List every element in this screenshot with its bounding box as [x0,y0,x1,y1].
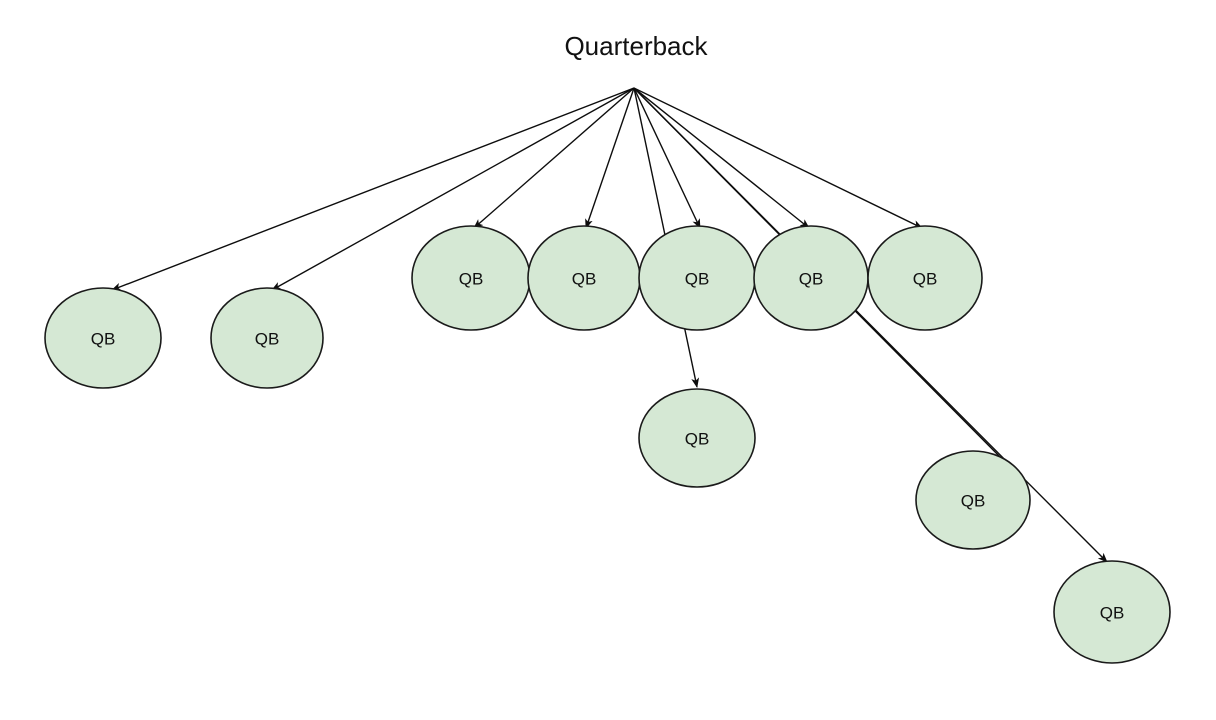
node-label: QB [799,270,824,289]
graph-node[interactable]: QB [1053,560,1171,664]
graph-edge [633,87,701,229]
node-label: QB [685,430,710,449]
node-shape[interactable] [638,388,756,488]
node-label: QB [459,270,484,289]
node-shape[interactable] [867,225,983,331]
graph-node[interactable]: QB [638,225,756,331]
graph-node[interactable]: QB [44,287,162,389]
node-label: QB [255,330,280,349]
node-shape[interactable] [915,450,1031,550]
graph-node[interactable]: QB [915,450,1031,550]
graph-node[interactable]: QB [527,225,641,331]
node-label: QB [961,492,986,511]
node-label: QB [685,270,710,289]
graph-node[interactable]: QB [867,225,983,331]
graph-edge [633,87,1108,563]
graph-edge [585,87,635,229]
graph-edge [111,87,635,291]
node-label: QB [1100,604,1125,623]
node-label: QB [913,270,938,289]
node-shape[interactable] [210,287,324,389]
graph-node[interactable]: QB [411,225,531,331]
node-label: QB [91,330,116,349]
node-shape[interactable] [44,287,162,389]
graph-node[interactable]: QB [753,225,869,331]
nodes-layer: QB QB QB QB QB QB QB QB QB QB [44,225,1171,664]
graph-node[interactable]: QB [638,388,756,488]
graph-edge [271,87,635,291]
graph-edge [633,87,810,229]
node-shape[interactable] [1053,560,1171,664]
graph-node[interactable]: QB [210,287,324,389]
graph-edge [633,87,923,229]
graph-edge [473,87,635,229]
page-title: Quarterback [564,31,708,61]
node-label: QB [572,270,597,289]
